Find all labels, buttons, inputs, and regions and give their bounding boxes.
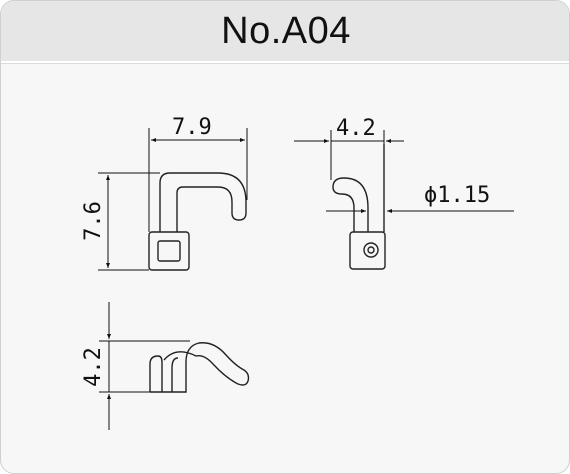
front-clip-base — [148, 231, 190, 271]
front-height-dimension — [98, 172, 160, 271]
bottom-view — [149, 342, 250, 393]
side-clip-hole-inner — [367, 246, 375, 254]
header-divider — [1, 61, 569, 63]
front-height-label: 7.6 — [81, 201, 106, 241]
side-clip-hole-outer — [363, 242, 379, 258]
side-width-dimension — [294, 130, 404, 180]
front-clip-slot — [157, 240, 181, 262]
front-width-dimension — [148, 128, 248, 232]
part-number-title: No.A04 — [221, 9, 351, 52]
header-divider-shadow — [1, 63, 569, 64]
side-view — [332, 144, 386, 270]
bottom-height-dimension — [99, 302, 190, 430]
bottom-hook-outline — [149, 342, 250, 393]
side-clip-base — [349, 231, 386, 270]
side-width-label: 4.2 — [336, 116, 376, 141]
diameter-label: ϕ1.15 — [424, 183, 490, 208]
bottom-height-label: 4.2 — [81, 347, 106, 387]
front-width-label: 7.9 — [172, 115, 212, 140]
header-bar: No.A04 — [1, 1, 569, 61]
side-hook-outline — [332, 144, 385, 232]
front-hook-outline — [159, 172, 247, 232]
front-view — [148, 172, 247, 271]
